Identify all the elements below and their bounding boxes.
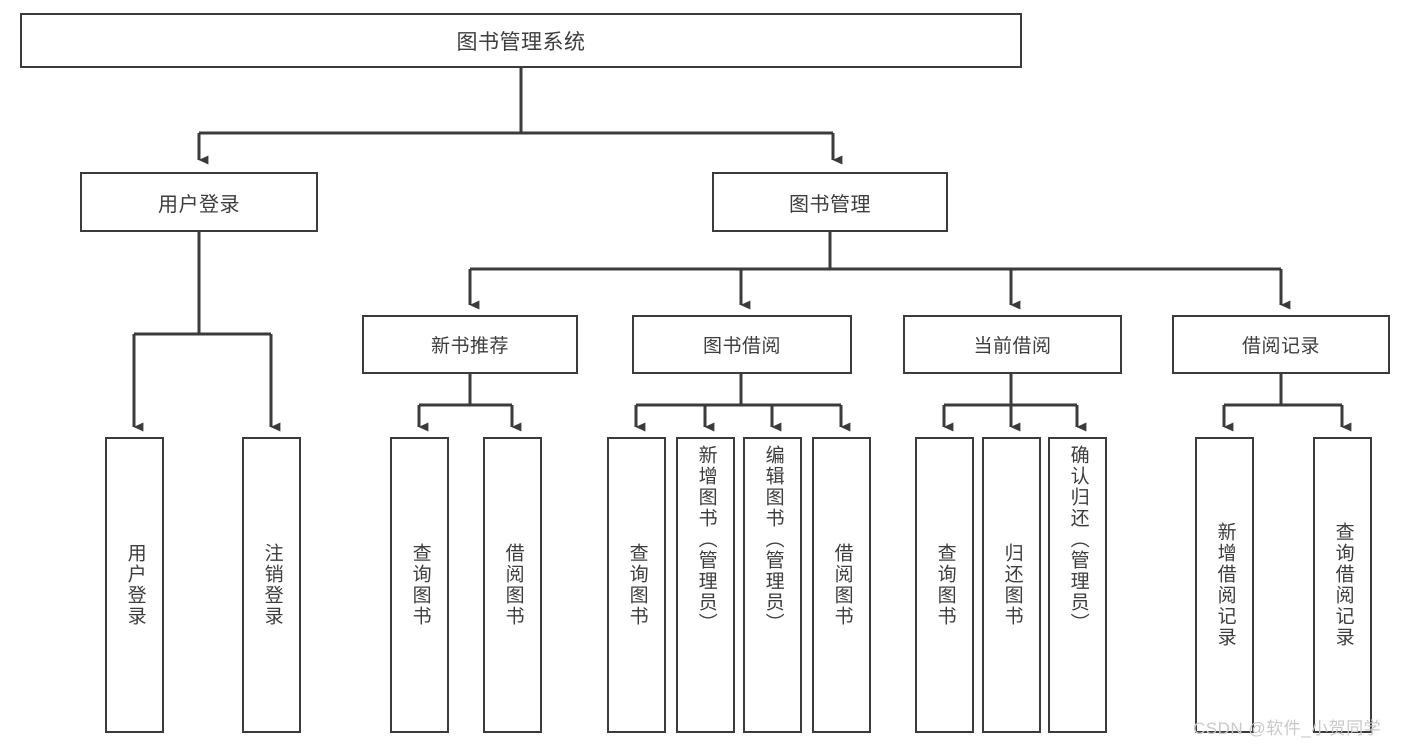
leaf-query-book-2[interactable]: 查询图书 <box>607 437 666 733</box>
leaf-query-record[interactable]: 查询借阅记录 <box>1313 437 1372 733</box>
leaf-add-record-label: 新增借阅记录 <box>1214 522 1236 648</box>
leaf-user-login[interactable]: 用户登录 <box>105 437 164 733</box>
leaf-add-book[interactable]: 新增图书（管理员） <box>676 437 735 733</box>
node-current-borrow[interactable]: 当前借阅 <box>903 315 1122 374</box>
node-borrow-record-label: 借阅记录 <box>1241 336 1320 357</box>
leaf-query-book-2-label: 查询图书 <box>626 543 648 627</box>
node-user-login-label: 用户登录 <box>158 193 240 216</box>
leaf-user-login-label: 用户登录 <box>124 543 146 627</box>
leaf-confirm-return-label: 确认归还（管理员） <box>1067 445 1089 634</box>
leaf-confirm-return[interactable]: 确认归还（管理员） <box>1048 437 1107 733</box>
node-book-borrow-label: 图书借阅 <box>702 336 781 357</box>
leaf-return-book-label: 归还图书 <box>1001 543 1023 627</box>
leaf-borrow-book-2-label: 借阅图书 <box>831 543 853 627</box>
node-new-book-recommend-label: 新书推荐 <box>430 336 509 357</box>
leaf-query-book-1[interactable]: 查询图书 <box>390 437 449 733</box>
csdn-watermark: CSDN @软件_小贺同学 <box>1193 719 1382 738</box>
leaf-edit-book[interactable]: 编辑图书（管理员） <box>743 437 802 733</box>
node-book-manage[interactable]: 图书管理 <box>712 172 948 232</box>
leaf-user-logout[interactable]: 注销登录 <box>242 437 301 733</box>
leaf-query-book-1-label: 查询图书 <box>409 543 431 627</box>
node-root-label: 图书管理系统 <box>456 30 586 54</box>
node-new-book-recommend[interactable]: 新书推荐 <box>362 315 578 374</box>
node-root[interactable]: 图书管理系统 <box>20 13 1022 68</box>
node-borrow-record[interactable]: 借阅记录 <box>1172 315 1390 374</box>
leaf-user-logout-label: 注销登录 <box>261 543 283 627</box>
node-book-manage-label: 图书管理 <box>789 193 871 216</box>
leaf-query-book-3[interactable]: 查询图书 <box>915 437 974 733</box>
node-current-borrow-label: 当前借阅 <box>973 336 1052 357</box>
leaf-borrow-book-2[interactable]: 借阅图书 <box>812 437 871 733</box>
leaf-add-book-label: 新增图书（管理员） <box>695 445 717 634</box>
node-book-borrow[interactable]: 图书借阅 <box>632 315 852 374</box>
leaf-query-book-3-label: 查询图书 <box>934 543 956 627</box>
leaf-return-book[interactable]: 归还图书 <box>982 437 1041 733</box>
leaf-borrow-book-1-label: 借阅图书 <box>502 543 524 627</box>
leaf-query-record-label: 查询借阅记录 <box>1332 522 1354 648</box>
node-user-login[interactable]: 用户登录 <box>80 172 318 232</box>
leaf-borrow-book-1[interactable]: 借阅图书 <box>483 437 542 733</box>
leaf-add-record[interactable]: 新增借阅记录 <box>1195 437 1254 733</box>
leaf-edit-book-label: 编辑图书（管理员） <box>762 445 784 634</box>
